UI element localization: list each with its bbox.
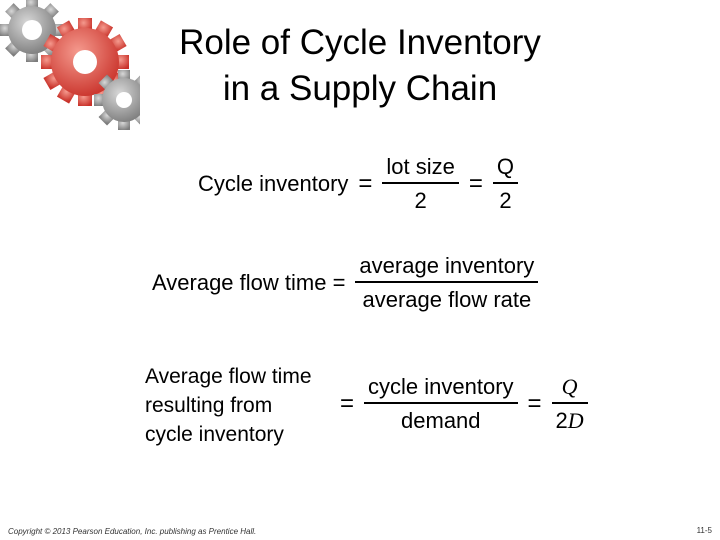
eq3-denominator-coefficient: 2 <box>555 407 568 433</box>
eq3-label-line-1: Average flow time <box>145 365 312 388</box>
eq1-lhs: Cycle inventory <box>198 170 349 196</box>
average-flow-time-equation: Average flow time = average inventory av… <box>152 253 539 313</box>
equals-sign: = <box>358 169 373 197</box>
gears-logo-icon <box>0 0 140 130</box>
red-gear-icon <box>41 18 129 106</box>
eq3-label: Average flow time resulting from cycle i… <box>145 362 312 449</box>
eq3-frac1-numerator: cycle inventory <box>368 374 514 399</box>
title-line-2: in a Supply Chain <box>222 69 498 108</box>
fraction-bar <box>492 182 519 184</box>
eq1-fraction-q: Q 2 <box>492 154 519 214</box>
fraction-bar <box>355 281 539 283</box>
eq3-label-line-2: resulting from <box>145 394 273 417</box>
eq3-denominator-variable: D <box>567 407 584 433</box>
eq3-label-line-3: cycle inventory <box>145 423 284 446</box>
eq2-denominator: average flow rate <box>362 286 532 312</box>
equals-sign: = <box>468 169 483 197</box>
fraction-bar <box>364 402 518 404</box>
equals-sign: = <box>340 389 355 417</box>
eq1-frac2-numerator: Q <box>496 154 515 179</box>
eq2-numerator: average inventory <box>359 253 535 278</box>
eq1-fraction-lot-size: lot size 2 <box>382 154 459 214</box>
slide-number: 11-5 <box>696 526 712 535</box>
fraction-bar <box>382 182 459 184</box>
eq1-frac1-numerator: lot size <box>386 154 455 179</box>
title-line-1: Role of Cycle Inventory <box>179 23 541 62</box>
eq3-fraction-q: Q 2D <box>551 374 588 434</box>
eq3-fraction-cycle-inventory: cycle inventory demand <box>364 374 518 434</box>
copyright-notice: Copyright © 2013 Pearson Education, Inc.… <box>8 527 257 536</box>
cycle-inventory-equation: Cycle inventory = lot size 2 = Q 2 <box>198 154 519 214</box>
eq3-frac1-denominator: demand <box>401 407 481 433</box>
eq3-frac2-numerator: Q <box>561 374 578 399</box>
eq2-lhs: Average flow time = <box>152 269 346 295</box>
fraction-bar <box>551 402 588 404</box>
eq3-frac2-denominator: 2D <box>552 404 588 434</box>
equals-sign: = <box>527 389 542 417</box>
slide-title: Role of Cycle Inventory in a Supply Chai… <box>140 20 580 112</box>
cycle-inventory-flow-time-equation: = cycle inventory demand = Q 2D <box>330 374 588 434</box>
eq1-frac1-denominator: 2 <box>414 187 427 213</box>
gray-gear-small-icon <box>94 70 140 130</box>
eq1-frac2-denominator: 2 <box>499 187 512 213</box>
eq2-fraction: average inventory average flow rate <box>355 253 539 313</box>
